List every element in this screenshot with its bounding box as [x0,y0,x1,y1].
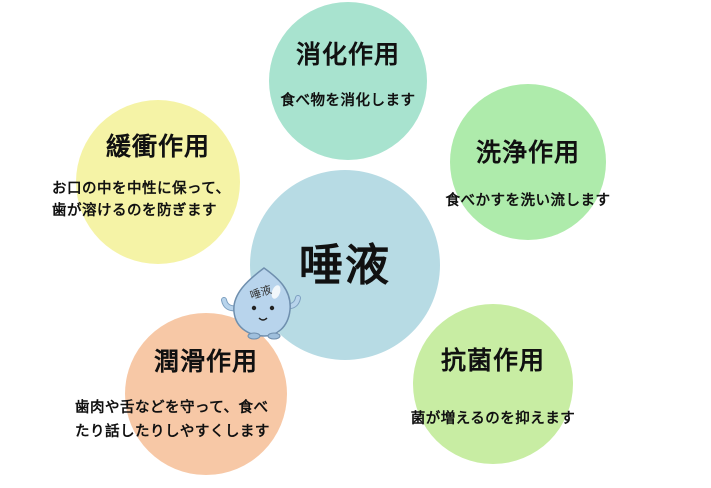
buffering-title: 緩衝作用 [105,132,210,161]
mascot-label: 唾液 [248,282,273,302]
lubrication-desc-line1: 歯肉や舌などを守って、食べ [75,400,269,416]
saliva-droplet-mascot: 唾液 [221,267,301,340]
lubrication-circle: 潤滑作用 歯肉や舌などを守って、食べ たり話したりしやすくします [75,313,287,475]
antibacterial-circle: 抗菌作用 菌が増えるのを抑えます [411,304,575,464]
cleansing-circle: 洗浄作用 食べかすを洗い流します [446,84,610,240]
cleansing-desc: 食べかすを洗い流します [445,193,611,209]
lubrication-desc-line2: たり話したりしやすくします [75,424,270,440]
digestion-title: 消化作用 [295,40,400,69]
mascot-body [221,267,301,340]
cleansing-title: 洗浄作用 [475,138,580,167]
saliva-center-label: 唾液 [299,240,391,291]
buffering-desc-line1: お口の中を中性に保って、 [52,181,231,197]
digestion-desc: 食べ物を消化します [280,93,416,109]
antibacterial-title: 抗菌作用 [440,346,545,375]
buffering-desc-line2: 歯が溶けるのを防ぎます [52,203,217,219]
lubrication-title: 潤滑作用 [153,347,258,376]
digestion-circle: 消化作用 食べ物を消化します [269,2,427,160]
buffering-circle: 緩衝作用 お口の中を中性に保って、 歯が溶けるのを防ぎます [52,100,240,264]
antibacterial-desc: 菌が増えるのを抑えます [410,411,576,427]
